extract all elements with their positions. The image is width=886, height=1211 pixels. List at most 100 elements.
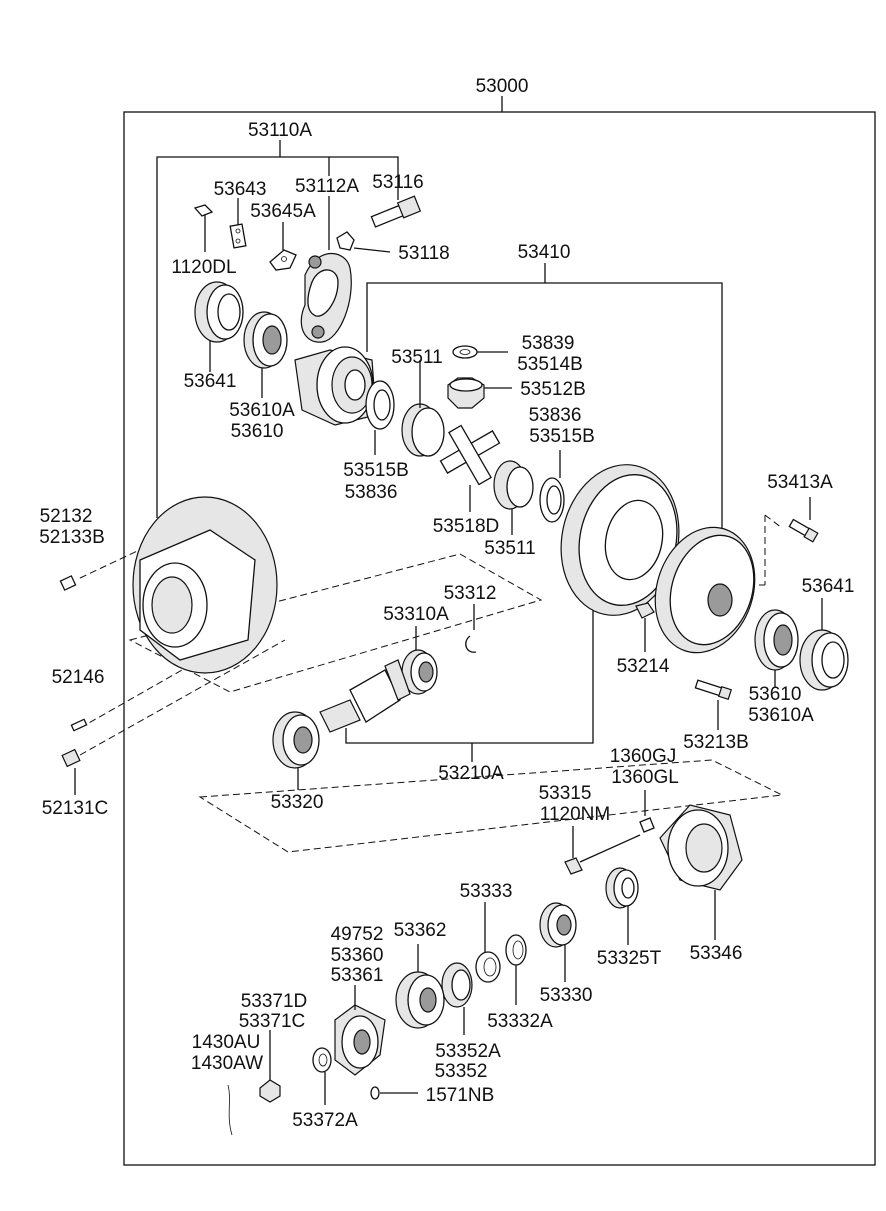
label-53645a: 53645A — [250, 201, 316, 222]
diff-case-right-icon — [654, 526, 756, 654]
label-53320: 53320 — [271, 792, 324, 813]
stud-52132-icon — [59, 575, 77, 591]
label-53310a: 53310A — [383, 604, 449, 625]
label-53610a-left: 53610A — [229, 400, 295, 421]
pin-1571nb-icon — [370, 1086, 418, 1100]
washer-53372a-icon — [312, 1047, 332, 1105]
pinion-gear-53512b-icon — [447, 377, 512, 409]
pin-52146-icon — [70, 718, 88, 732]
carrier-plane — [128, 553, 543, 693]
label-52133b: 52133B — [39, 527, 105, 548]
label-1120nm: 1120NM — [540, 804, 610, 825]
label-53110a: 53110A — [248, 120, 312, 141]
spacer-53332a-icon — [505, 934, 527, 1005]
label-52146: 52146 — [52, 667, 105, 688]
label-53372a: 53372A — [292, 1110, 358, 1131]
label-53514b: 53514B — [517, 354, 583, 375]
label-53610-left: 53610 — [231, 421, 284, 442]
drive-pinion-icon — [319, 659, 411, 733]
label-1120dl: 1120DL — [171, 257, 236, 278]
label-53410: 53410 — [518, 242, 571, 263]
label-1430au: 1430AU — [192, 1032, 261, 1053]
carrier-housing-icon — [132, 496, 278, 674]
label-53352a: 53352A — [435, 1041, 501, 1062]
callout-53410-bracket — [366, 263, 723, 545]
spacer-53333-icon — [475, 902, 501, 983]
bearing-53320-icon — [272, 711, 320, 790]
oil-seal-53362-icon — [395, 944, 445, 1029]
thrust-washer-53515b-right-icon — [539, 450, 565, 523]
bolt-1360gj-icon — [639, 790, 655, 833]
bolt-52131c-icon — [61, 748, 81, 795]
bolt-53315-icon — [564, 826, 641, 875]
bolt-53213b-icon — [694, 679, 733, 730]
label-53511-top: 53511 — [391, 347, 442, 368]
side-gear-53511-bottom-icon — [493, 460, 534, 535]
companion-flange-icon — [334, 985, 386, 1076]
oil-seal-53325t-icon — [605, 867, 639, 945]
pinion-plane — [198, 759, 784, 853]
label-53333: 53333 — [460, 881, 513, 902]
pinion-shaft-53518d-icon — [439, 424, 501, 512]
bolt-1120dl-icon — [193, 204, 214, 252]
label-53112a: 53112A — [295, 176, 359, 197]
label-1360gl: 1360GL — [611, 767, 679, 788]
label-53315: 53315 — [539, 783, 592, 804]
bolt-53413a-icon — [788, 497, 819, 543]
label-53210a: 53210A — [438, 763, 504, 784]
thrust-washer-53515b-left-icon — [365, 380, 395, 455]
label-53610a-right: 53610A — [748, 705, 814, 726]
side-gear-53511-top-icon — [401, 360, 445, 457]
label-1360gj: 1360GJ — [610, 746, 677, 767]
bearing-53610-right-icon — [754, 609, 799, 688]
assembly-frame — [123, 111, 876, 1166]
label-53325t: 53325T — [597, 948, 662, 969]
label-53610-right: 53610 — [749, 684, 802, 705]
bolt-53214-icon — [635, 602, 655, 652]
lock-53118-icon — [336, 231, 391, 253]
shim-53312-icon — [465, 604, 477, 653]
label-53413a: 53413A — [767, 472, 833, 493]
label-52131c: 52131C — [42, 798, 109, 819]
label-53839: 53839 — [522, 333, 575, 354]
label-53641-left: 53641 — [184, 371, 237, 392]
label-53118: 53118 — [398, 243, 449, 264]
label-52132: 52132 — [40, 506, 93, 527]
label-53352: 53352 — [435, 1061, 488, 1082]
label-53346: 53346 — [690, 943, 743, 964]
label-53511-bottom: 53511 — [484, 538, 535, 559]
label-53330: 53330 — [540, 985, 593, 1006]
bearing-retainer-53346-icon — [659, 804, 743, 940]
label-53836-left: 53836 — [345, 482, 398, 503]
adjuster-nut-53641-left-icon — [194, 281, 244, 372]
label-49752: 49752 — [331, 924, 384, 945]
label-53643: 53643 — [214, 179, 267, 200]
lock-plate-53645a-icon — [269, 222, 297, 271]
diff-case-left-icon — [294, 346, 377, 426]
label-53214: 53214 — [617, 656, 670, 677]
label-53641-right: 53641 — [802, 576, 855, 597]
label-53371d: 53371D — [241, 991, 308, 1012]
bearing-53330-icon — [539, 902, 577, 982]
bearing-53610-left-icon — [243, 311, 288, 398]
label-53361: 53361 — [331, 965, 384, 986]
label-53213b: 53213B — [683, 732, 749, 753]
bolt-53116-icon — [370, 195, 422, 228]
bearing-cap-53112a-icon — [300, 253, 352, 343]
deflector-53352a-icon — [441, 962, 473, 1035]
label-53362: 53362 — [394, 920, 447, 941]
callout-53110a-bracket — [156, 140, 399, 518]
label-53512b: 53512B — [520, 379, 586, 400]
label-53000: 53000 — [476, 76, 529, 97]
label-53332a: 53332A — [487, 1011, 553, 1032]
plate-53643-icon — [229, 198, 247, 249]
washer-53839-icon — [452, 345, 508, 359]
lock-nut-53371d-icon — [259, 1030, 281, 1103]
label-53836-right: 53836 — [529, 405, 582, 426]
label-53116: 53116 — [372, 172, 423, 193]
label-1430aw: 1430AW — [191, 1053, 263, 1074]
label-1571nb: 1571NB — [426, 1085, 495, 1106]
adjuster-nut-53641-right-icon — [799, 598, 849, 691]
bolt-1430au-icon — [227, 1084, 233, 1136]
